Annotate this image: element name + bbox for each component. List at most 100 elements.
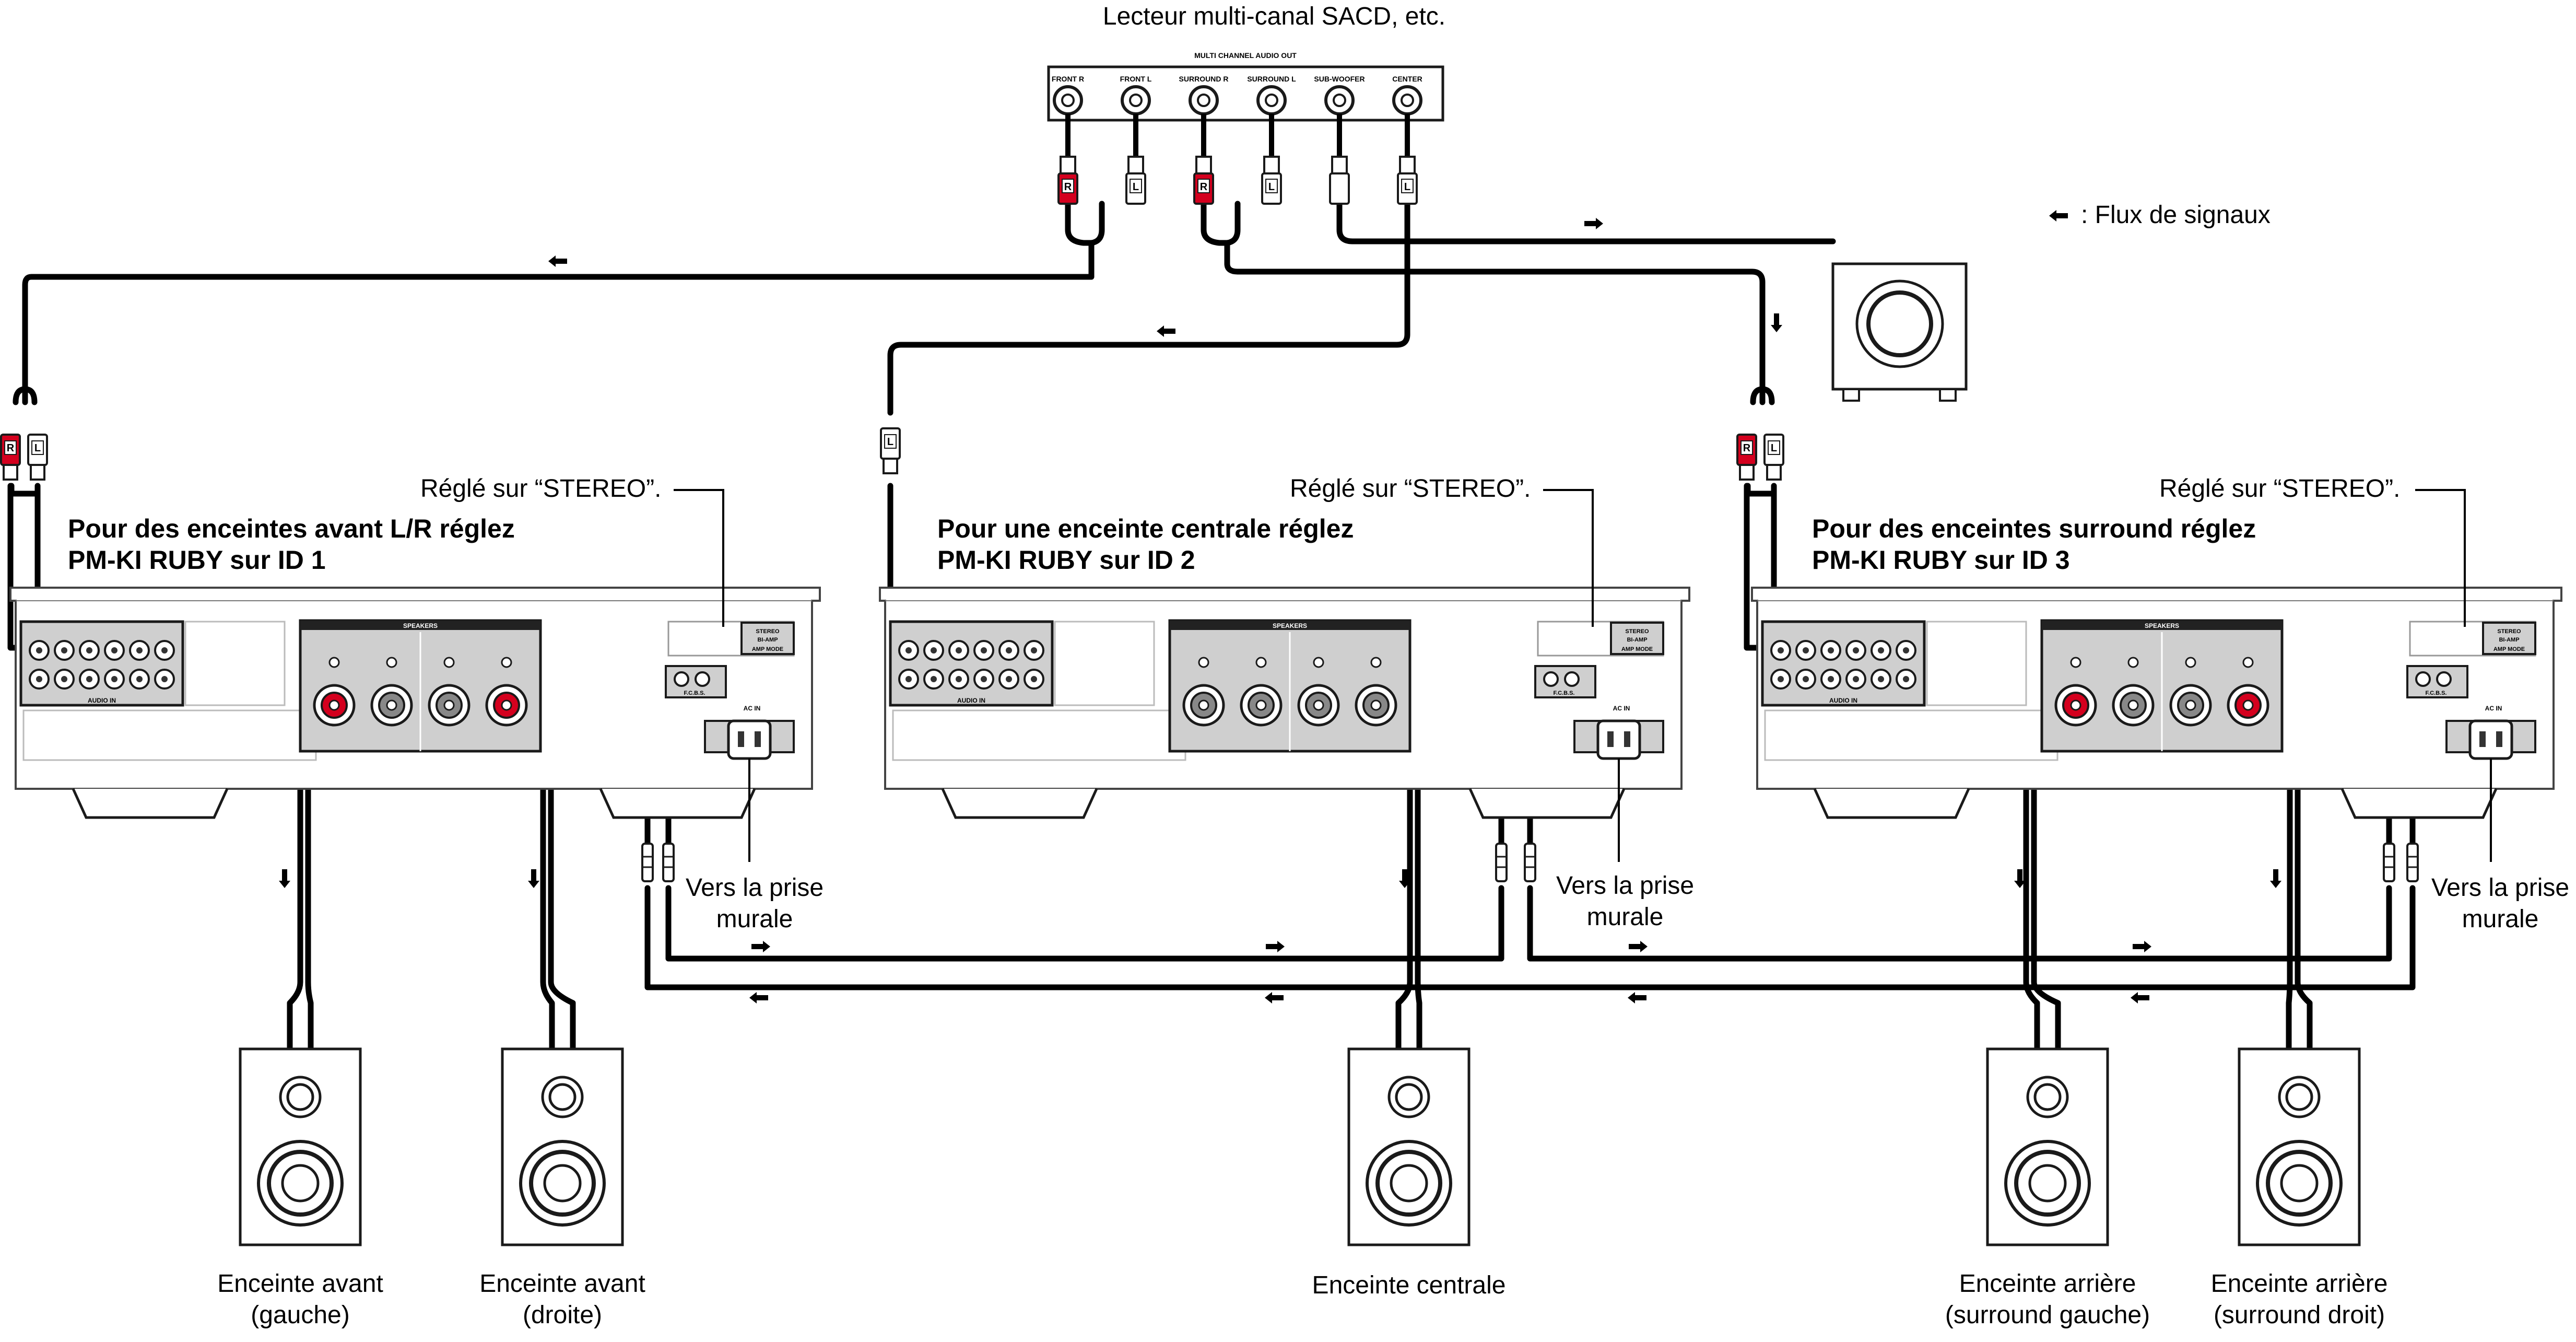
- cable-fcbs-outer: [644, 885, 2416, 990]
- flow-arrow-icon: [1266, 941, 1285, 952]
- input-jack-pin: [1803, 676, 1809, 682]
- unit2-plug-l: L: [880, 427, 901, 474]
- speaker-cabinet-5: [2238, 1047, 2361, 1246]
- fcbs-plug: [641, 843, 654, 882]
- terminal-screw: [1370, 657, 1382, 668]
- ac-pin: [1624, 731, 1630, 747]
- amp-foot: [72, 788, 229, 819]
- amp-foot: [941, 788, 1098, 819]
- mini-plug-body: [641, 843, 654, 882]
- amp-mode-stereo: STEREO: [1625, 628, 1649, 635]
- audio-in-label: AUDIO IN: [88, 697, 116, 704]
- plug-letter-box: [4, 440, 17, 455]
- speakers-header: [2042, 621, 2282, 630]
- mini-plug-body: [2406, 843, 2419, 882]
- unit2-heading-line2: PM-KI RUBY sur ID 2: [937, 545, 1195, 575]
- fcbs-label: F.C.B.S.: [684, 690, 705, 696]
- speaker-terminal-hole: [328, 699, 340, 711]
- amp-foot: [1813, 788, 1970, 819]
- faded-panel: [1054, 621, 1155, 706]
- ac-pin: [755, 731, 761, 747]
- input-jack-pin: [1878, 676, 1884, 682]
- wall-label-1-line1: Vers la prise: [685, 874, 824, 902]
- speaker-surround-left-line2: (surround gauche): [1945, 1301, 2150, 1329]
- setting-leader: [2415, 489, 2466, 627]
- plug-collar: [1331, 156, 1348, 174]
- unit1-heading-line1: Pour des enceintes avant L/R réglez: [68, 514, 515, 543]
- cable-speaker-center-b: [1415, 676, 1422, 1053]
- jack-label-surround-r: SURROUND R: [1179, 75, 1229, 83]
- plug-collar: [883, 458, 898, 474]
- cable-center-to-unit2: [887, 201, 1410, 416]
- amp-mode-biamp: BI-AMP: [1627, 637, 1647, 643]
- cable-front-to-unit1: [22, 241, 1095, 405]
- terminal-screw: [2185, 657, 2196, 668]
- plug-collar: [1766, 464, 1782, 481]
- setting-leader: [674, 489, 724, 627]
- input-jack-pin: [905, 647, 912, 654]
- unit3-plug-r: R: [1736, 434, 1757, 481]
- input-jack-pin: [931, 647, 937, 654]
- amp-mode-biamp: BI-AMP: [757, 637, 778, 643]
- flow-arrow-icon: [1399, 869, 1410, 888]
- wall-label-3-line1: Vers la prise: [2431, 874, 2570, 902]
- source-device-title: Lecteur multi-canal SACD, etc.: [1102, 3, 1446, 30]
- flow-arrow-icon: [749, 992, 768, 1003]
- unit1-heading-line2: PM-KI RUBY sur ID 1: [68, 545, 326, 575]
- flow-arrow-icon: [2131, 992, 2149, 1003]
- cable-front-y-join: [1065, 201, 1105, 246]
- speaker-front-right-line1: Enceinte avant: [479, 1270, 645, 1298]
- ac-pin: [2496, 731, 2502, 747]
- cable-speaker-surround-right-a: [2286, 676, 2293, 1053]
- amp-mode-switch: [740, 622, 795, 655]
- fcbs-jack: [2415, 671, 2431, 687]
- flow-arrow-icon: [1628, 992, 1646, 1003]
- ac-in-label: AC IN: [1613, 705, 1630, 712]
- ac-inlet: [2468, 719, 2513, 760]
- source-jack-1: R: [1053, 85, 1083, 205]
- speaker-surround-right-line1: Enceinte arrière: [2210, 1270, 2388, 1298]
- input-jack-pin: [1031, 676, 1037, 682]
- jack-label-center: CENTER: [1392, 75, 1422, 83]
- flow-arrow-icon: [1157, 325, 1175, 337]
- speaker-terminal-hole: [2185, 699, 2196, 711]
- fcbs-plug: [1495, 843, 1508, 882]
- unit2-heading-line1: Pour une enceinte centrale réglez: [937, 514, 1354, 543]
- amp-mode-stereo: STEREO: [2497, 628, 2521, 635]
- input-jack-pin: [161, 676, 168, 682]
- cable-speaker-center-a: [1395, 676, 1413, 1053]
- flow-arrow-icon: [528, 869, 539, 888]
- unit3-heading-line1: Pour des enceintes surround réglez: [1812, 514, 2256, 543]
- plug-collar: [1399, 156, 1416, 174]
- amp-foot: [599, 788, 756, 819]
- cable-surround-to-unit3: [1224, 241, 1766, 405]
- speakers-label: SPEAKERS: [2145, 622, 2179, 629]
- mini-plug-body: [662, 843, 675, 882]
- wall-label-2-line2: murale: [1586, 903, 1664, 931]
- input-jack-pin: [111, 676, 117, 682]
- cable-speaker-front-right-a: [540, 676, 555, 1053]
- speaker-front-left-line1: Enceinte avant: [217, 1270, 383, 1298]
- speakers-header: [300, 621, 540, 630]
- input-jack-pin: [136, 647, 143, 654]
- wall-label-3-line2: murale: [2462, 905, 2539, 933]
- cable-unit3-bridge: [1745, 483, 1776, 497]
- terminal-screw: [1255, 657, 1267, 668]
- jack-label-front-r: FRONT R: [1051, 75, 1085, 83]
- tweeter-dome: [548, 1083, 577, 1111]
- cable-speaker-front-left-a: [287, 676, 303, 1053]
- flow-arrow-icon: [1771, 313, 1782, 332]
- plug-collar: [1195, 156, 1212, 174]
- plug-letter-box: [1401, 179, 1414, 193]
- speaker-terminal-hole: [1255, 699, 1267, 711]
- plug-collar: [1060, 156, 1076, 174]
- terminal-screw: [443, 657, 455, 668]
- input-jack-pin: [61, 647, 67, 654]
- input-jack-pin: [136, 676, 143, 682]
- unit1-plug-l: L: [27, 434, 48, 481]
- jack-label-subwoofer: SUB-WOOFER: [1314, 75, 1365, 83]
- amp-mode-switch: [1610, 622, 1664, 655]
